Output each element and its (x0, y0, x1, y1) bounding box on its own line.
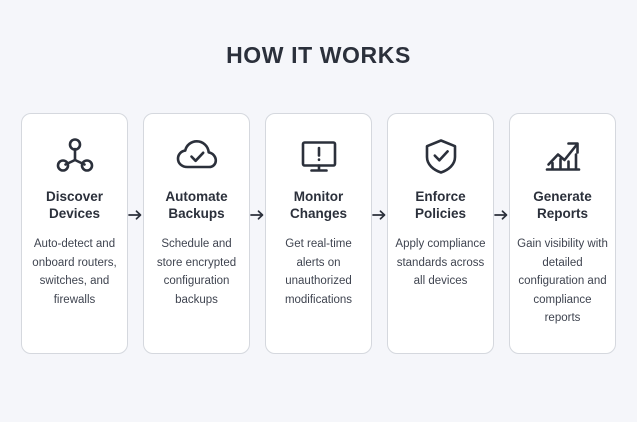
step-description: Get real-time alerts on unauthorized mod… (284, 238, 353, 306)
step-description: Gain visibility with detailed configurat… (517, 238, 608, 324)
step-description: Apply compliance standards across all de… (395, 238, 486, 287)
step-title-line2: Reports (536, 206, 588, 221)
steps-row: Discover Devices Auto-detect and onboard… (21, 113, 616, 354)
network-hub-icon (53, 130, 97, 182)
arrow-right-icon (128, 113, 143, 354)
arrow-right-icon (372, 113, 387, 354)
step-title-line1: Discover (45, 189, 104, 204)
monitor-alert-icon (296, 130, 342, 182)
shield-check-icon (419, 130, 463, 182)
step-title: Automate Backups (165, 188, 227, 222)
step-title-line1: Enforce (415, 189, 466, 204)
step-title-line1: Monitor (293, 189, 344, 204)
arrow-right-icon (250, 113, 265, 354)
step-title-line2: Changes (289, 206, 347, 221)
step-title: Generate Reports (533, 188, 592, 222)
step-card-automate-backups[interactable]: Automate Backups Schedule and store encr… (143, 113, 250, 354)
cloud-check-icon (174, 130, 220, 182)
arrow-right-icon (494, 113, 509, 354)
step-title-line2: Backups (168, 206, 225, 221)
step-card-enforce-policies[interactable]: Enforce Policies Apply compliance standa… (387, 113, 494, 354)
page-title: HOW IT WORKS (226, 42, 411, 68)
step-title-line2: Policies (414, 206, 467, 221)
step-card-monitor-changes[interactable]: Monitor Changes Get real-time alerts on … (265, 113, 372, 354)
step-title-line2: Devices (48, 206, 101, 221)
growth-chart-icon (540, 130, 586, 182)
step-title: Monitor Changes (290, 188, 347, 222)
step-title: Discover Devices (46, 188, 103, 222)
step-card-discover-devices[interactable]: Discover Devices Auto-detect and onboard… (21, 113, 128, 354)
step-title-line1: Automate (165, 189, 228, 204)
step-card-generate-reports[interactable]: Generate Reports Gain visibility with de… (509, 113, 616, 354)
step-description: Schedule and store encrypted configurati… (156, 238, 237, 306)
step-title-line1: Generate (533, 189, 592, 204)
step-title: Enforce Policies (415, 188, 466, 222)
step-description: Auto-detect and onboard routers, switche… (32, 238, 117, 306)
